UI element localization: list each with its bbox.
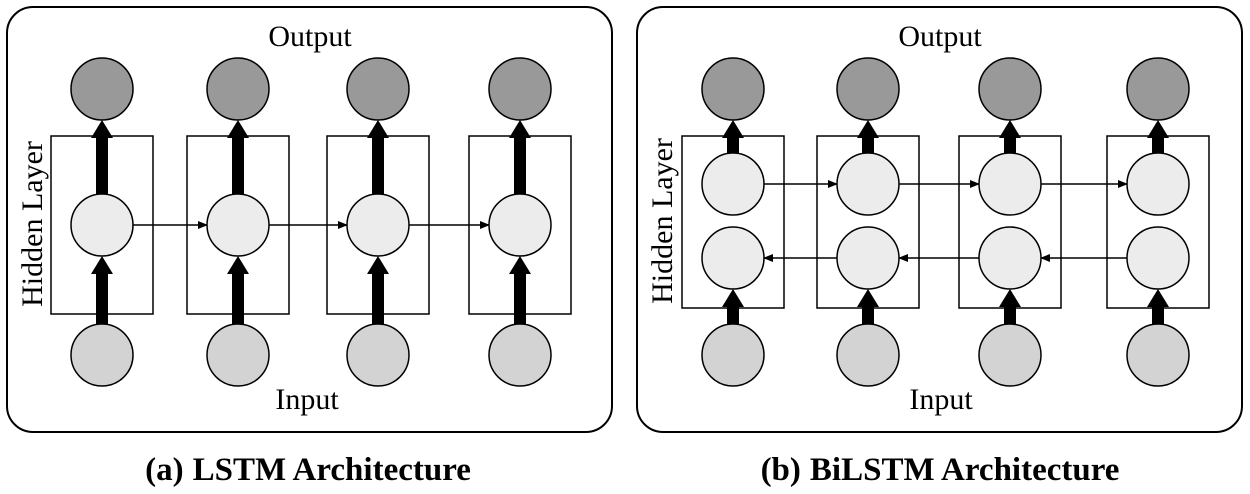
output-node <box>701 57 765 121</box>
hidden-to-output-arrow <box>722 120 744 153</box>
hidden-to-output-arrow <box>91 120 113 194</box>
input-node <box>836 323 900 387</box>
caption-prefix: (b) <box>761 452 801 488</box>
output-label: Output <box>268 20 352 53</box>
forward-hidden-node <box>836 152 900 216</box>
backward-hidden-node <box>701 226 765 290</box>
output-node <box>70 57 134 121</box>
hidden-to-output-arrow <box>509 120 531 194</box>
caption-title: BiLSTM Architecture <box>810 452 1120 488</box>
backward-hidden-node <box>1126 226 1190 290</box>
input-to-hidden-arrow <box>857 289 879 324</box>
input-to-hidden-arrow <box>1147 289 1169 324</box>
panel-lstm: Output Input Hidden Layer <box>6 6 613 433</box>
input-node <box>70 323 134 387</box>
hidden-node <box>206 193 270 257</box>
output-node <box>836 57 900 121</box>
hidden-layer-label: Hidden Layer <box>16 141 49 307</box>
input-to-hidden-arrow <box>999 289 1021 324</box>
hidden-node <box>70 193 134 257</box>
input-to-hidden-arrow <box>227 256 249 324</box>
caption-lstm: (a) LSTM Architecture <box>145 452 471 488</box>
input-to-hidden-arrow <box>367 256 389 324</box>
hidden-to-output-arrow <box>1147 120 1169 153</box>
output-node <box>978 57 1042 121</box>
hidden-layer-label: Hidden Layer <box>646 138 679 304</box>
input-label: Input <box>275 383 339 416</box>
input-node <box>346 323 410 387</box>
input-node <box>488 323 552 387</box>
hidden-node <box>488 193 552 257</box>
output-node <box>206 57 270 121</box>
output-node <box>346 57 410 121</box>
caption-bilstm: (b)BiLSTM Architecture <box>761 452 1120 488</box>
output-node <box>1126 57 1190 121</box>
input-to-hidden-arrow <box>91 256 113 324</box>
input-node <box>206 323 270 387</box>
input-node <box>701 323 765 387</box>
backward-hidden-node <box>978 226 1042 290</box>
input-label: Input <box>909 383 973 416</box>
forward-hidden-node <box>1126 152 1190 216</box>
hidden-to-output-arrow <box>367 120 389 194</box>
caption-title: LSTM Architecture <box>193 452 471 488</box>
backward-hidden-node <box>836 226 900 290</box>
output-label: Output <box>898 20 982 53</box>
hidden-node <box>346 193 410 257</box>
input-to-hidden-arrow <box>722 289 744 324</box>
caption-prefix: (a) <box>145 452 183 488</box>
input-node <box>978 323 1042 387</box>
hidden-to-output-arrow <box>999 120 1021 153</box>
panel-bilstm: Output Input Hidden Layer <box>636 6 1243 433</box>
hidden-to-output-arrow <box>857 120 879 153</box>
forward-hidden-node <box>701 152 765 216</box>
input-node <box>1126 323 1190 387</box>
panel-lstm-frame <box>6 6 613 433</box>
output-node <box>488 57 552 121</box>
input-to-hidden-arrow <box>509 256 531 324</box>
forward-hidden-node <box>978 152 1042 216</box>
panel-bilstm-frame <box>636 6 1243 433</box>
hidden-to-output-arrow <box>227 120 249 194</box>
